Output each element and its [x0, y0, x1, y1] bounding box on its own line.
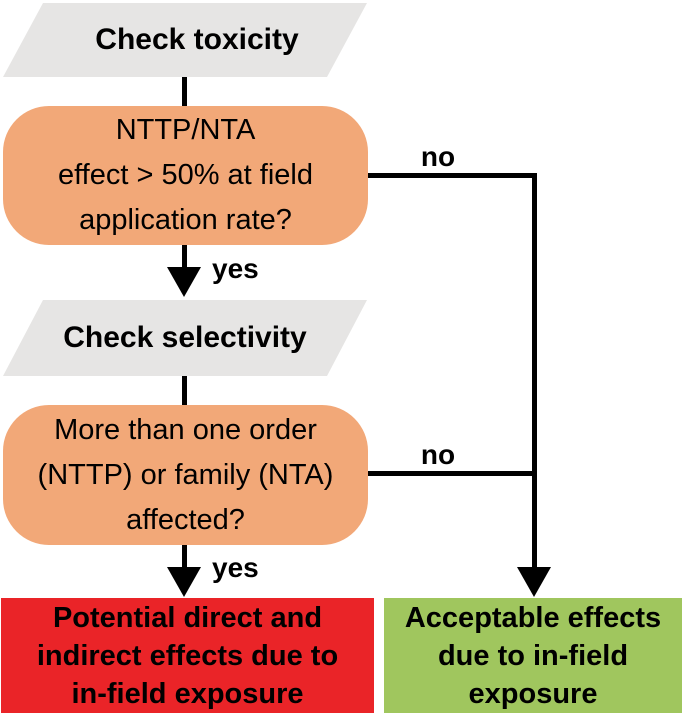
decision1-line3: application rate?	[79, 204, 292, 236]
process-check-selectivity-label: Check selectivity	[63, 321, 307, 354]
decision-selectivity-question: More than one order (NTTP) or family (NT…	[3, 405, 368, 545]
process-check-toxicity-label: Check toxicity	[95, 23, 299, 56]
decision-toxicity-question: NTTP/NTA effect > 50% at field applicati…	[3, 106, 368, 245]
arrowhead-into-negative-outcome	[167, 567, 201, 597]
decision2-line3: affected?	[126, 503, 245, 536]
no-branch2-label: no	[420, 439, 456, 470]
no-branch-vertical-line	[532, 173, 537, 570]
connector-toxicity-to-decision1	[182, 77, 187, 107]
outcome-negative-line3: in-field exposure	[71, 677, 304, 710]
process-check-toxicity: Check toxicity	[3, 3, 367, 77]
yes-branch2-label: yes	[212, 552, 259, 583]
outcome-positive-line3: exposure	[468, 677, 598, 710]
outcome-positive-line1: Acceptable effects	[404, 601, 662, 634]
no-branch2-horizontal-line	[368, 471, 534, 476]
yes-branch2-line	[182, 545, 187, 570]
connector-selectivity-to-decision2	[182, 376, 187, 406]
no-branch1-label: no	[420, 141, 456, 172]
outcome-negative-line2: indirect effects due to	[36, 639, 339, 672]
outcome-positive-box: Acceptable effects due to in-field expos…	[384, 598, 682, 713]
decision1-line2: effect > 50% at field	[58, 159, 313, 191]
outcome-negative-line1: Potential direct and	[52, 601, 323, 634]
decision1-line1: NTTP/NTA	[115, 114, 256, 146]
outcome-negative-box: Potential direct and indirect effects du…	[1, 598, 374, 713]
outcome-positive-line2: due to in-field	[437, 639, 629, 672]
no-branch1-horizontal-line	[368, 173, 534, 178]
decision2-line1: More than one order	[54, 413, 317, 446]
decision2-line2: (NTTP) or family (NTA)	[37, 458, 334, 491]
yes-branch1-line	[182, 245, 187, 270]
process-check-selectivity: Check selectivity	[3, 300, 367, 376]
arrowhead-into-check-selectivity	[167, 267, 201, 297]
yes-branch1-label: yes	[212, 253, 259, 284]
arrowhead-into-positive-outcome	[517, 567, 551, 597]
